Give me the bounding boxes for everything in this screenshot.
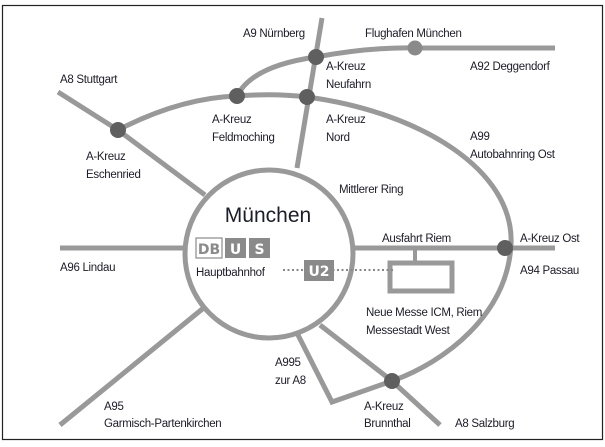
node-feldmoching	[229, 88, 245, 104]
label-neufahrn-1: A-Kreuz	[326, 61, 366, 73]
node-eschenried	[110, 122, 126, 138]
label-messe-2: Messestadt West	[366, 325, 451, 337]
label-a995-1: A995	[275, 357, 301, 369]
badge-db-text: DB	[198, 242, 220, 258]
road-a95	[58, 304, 208, 427]
road-a99-ring	[116, 92, 514, 384]
node-neufahrn	[308, 49, 324, 65]
label-a95-2: Garmisch-Partenkirchen	[104, 418, 221, 430]
label-a99-2: Autobahnring Ost	[470, 149, 556, 161]
badge-s	[249, 238, 270, 258]
label-feldmoching-1: A-Kreuz	[212, 114, 252, 126]
badge-u2	[304, 260, 334, 281]
badge-u	[225, 238, 246, 258]
node-brunnthal	[384, 373, 400, 389]
messe-building-icon	[387, 260, 455, 294]
city-label: München	[225, 204, 311, 227]
label-a9: A9 Nürnberg	[243, 28, 305, 40]
label-a95-1: A95	[104, 401, 124, 413]
label-mittlerer-ring: Mittlerer Ring	[339, 184, 403, 196]
badge-u-text: U	[230, 242, 241, 258]
node-kreuz-ost	[497, 240, 513, 256]
label-kreuz-ost: A-Kreuz Ost	[520, 233, 580, 245]
label-ausfahrt-riem: Ausfahrt Riem	[382, 233, 451, 245]
badge-db	[195, 237, 223, 259]
label-a96: A96 Lindau	[60, 262, 115, 274]
label-a995-2: zur A8	[275, 375, 306, 387]
label-nord-1: A-Kreuz	[326, 114, 366, 126]
road-a995	[294, 331, 393, 406]
label-a8-salzburg: A8 Salzburg	[455, 418, 514, 430]
badge-u2-text: U2	[308, 264, 329, 280]
label-brunnthal-1: A-Kreuz	[364, 401, 404, 413]
badge-s-text: S	[254, 242, 264, 258]
label-eschenried-2: Eschenried	[86, 169, 141, 181]
node-nord	[299, 89, 315, 105]
label-messe-1: Neue Messe ICM, Riem	[366, 307, 482, 319]
label-a99-1: A99	[470, 131, 490, 143]
label-airport: Flughafen München	[365, 28, 462, 40]
label-a94: A94 Passau	[520, 265, 579, 277]
node-airport	[407, 40, 423, 56]
label-eschenried-1: A-Kreuz	[86, 151, 126, 163]
map-frame	[1, 4, 604, 441]
station-label: Hauptbahnhof	[196, 267, 266, 279]
label-nord-2: Nord	[326, 132, 350, 144]
mittlerer-ring	[182, 167, 356, 341]
label-brunnthal-2: Brunnthal	[364, 418, 411, 430]
label-a92: A92 Deggendorf	[470, 61, 551, 73]
label-feldmoching-2: Feldmoching	[212, 132, 275, 144]
label-neufahrn-2: Neufahrn	[326, 79, 371, 91]
label-a8-stuttgart: A8 Stuttgart	[60, 74, 118, 86]
